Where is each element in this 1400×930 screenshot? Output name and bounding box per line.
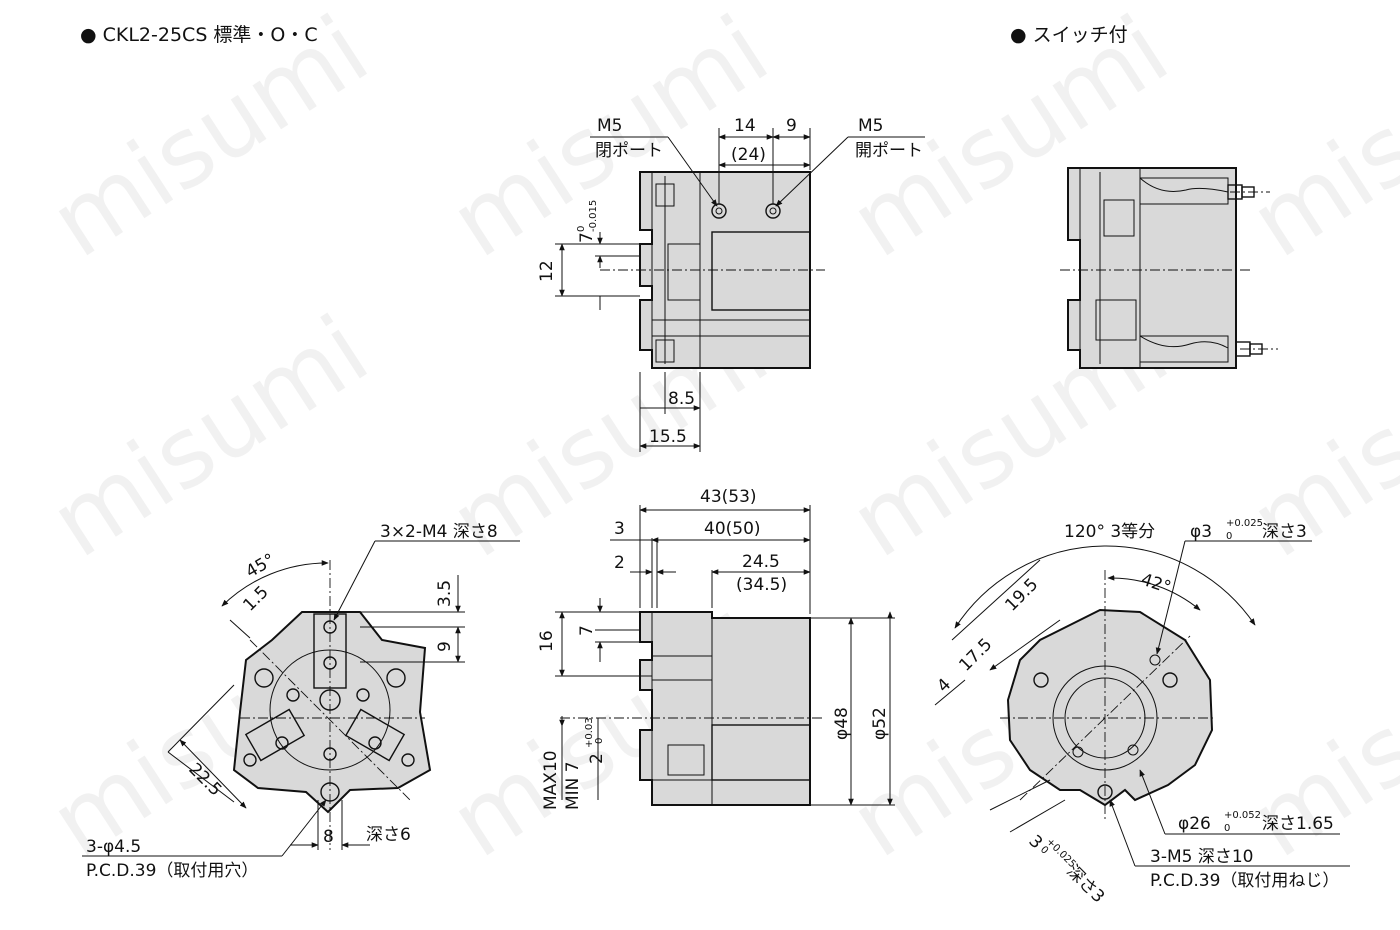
dim-40: 40(50): [704, 519, 761, 539]
hole3-tol-upper: +0.025: [1226, 518, 1263, 529]
dim-43: 43(53): [700, 487, 757, 507]
dim-14: 14: [734, 116, 756, 136]
switch-view: [1060, 167, 1278, 369]
port-right-label: M5: [858, 116, 883, 136]
watermark-text: misumi: [32, 294, 388, 579]
dim-2: 2: [614, 553, 625, 573]
dim-phi26-depth: 深さ1.65: [1262, 814, 1334, 834]
dim-24: (24): [731, 145, 766, 165]
hole3-depth: 深さ3: [1262, 522, 1307, 542]
dim-phi26-tol-upper: +0.052: [1224, 810, 1261, 821]
dim-3: 3: [614, 519, 625, 539]
dim-3-5: 3.5: [435, 580, 455, 607]
pcd-thread-label: P.C.D.39（取付用ねじ）: [1150, 871, 1339, 891]
dim-12: 12: [537, 260, 557, 282]
dim-19-5: 19.5: [1001, 575, 1042, 616]
port-left-sub: 閉ポート: [595, 141, 663, 161]
dim-8: 8: [323, 827, 334, 847]
title-switch: ● スイッチ付: [1010, 24, 1128, 46]
left-end-view: 45° 1.5 3×2-M4 深さ8 3.5 9 22.5 8 深さ6 3-φ4…: [82, 522, 520, 881]
watermark-text: misumi: [1232, 294, 1400, 579]
side-view: 43(53) 3 40(50) 2 24.5 (34.5) 16 7 MAX10…: [537, 487, 895, 810]
dim-2-tol-upper: +0.03: [584, 717, 595, 748]
thread-m5-label: 3-M5 深さ10: [1150, 847, 1253, 867]
watermark-text: misumi: [1232, 594, 1400, 879]
title-standard: ● CKL2-25CS 標準・O・C: [80, 24, 318, 46]
dim-phi48: φ48: [832, 707, 852, 740]
pcd-label: P.C.D.39（取付用穴）: [86, 861, 258, 881]
front-view: M5 閉ポート M5 開ポート 14 9 (24) 7 0 -0.015 12 …: [537, 116, 925, 452]
port-right-sub: 開ポート: [855, 141, 923, 161]
depth-label: 深さ6: [366, 825, 411, 845]
dim-9: 9: [435, 641, 455, 652]
slot-depth: 深さ3: [1062, 861, 1108, 907]
stroke-max: MAX10: [541, 750, 561, 810]
thread-label: 3×2-M4 深さ8: [380, 522, 498, 542]
stroke-min: MIN 7: [563, 761, 583, 810]
dim-24-5: 24.5: [742, 552, 780, 572]
dim-2-tol: 2: [587, 753, 607, 764]
watermark-text: misumi: [1232, 0, 1400, 279]
dim-8-5: 8.5: [668, 389, 695, 409]
hole3-label: φ3: [1190, 522, 1212, 542]
dim-phi52: φ52: [870, 707, 890, 740]
equal-division-label: 120° 3等分: [1064, 522, 1155, 542]
dim-phi26: φ26: [1178, 814, 1211, 834]
dim-phi26-tol-lower: 0: [1224, 823, 1230, 834]
dim-42: 42°: [1138, 570, 1173, 598]
dim-45: 45°: [243, 550, 279, 582]
dim-15-5: 15.5: [649, 427, 687, 447]
hole3-tol-lower: 0: [1226, 531, 1232, 542]
dim-7-tol-upper: 0: [576, 226, 587, 232]
dim-7-tol-lower: -0.015: [588, 200, 599, 232]
dim-9: 9: [786, 116, 797, 136]
hole-label: 3-φ4.5: [86, 837, 141, 857]
slot-tol-lower: 0: [1038, 844, 1050, 856]
dim-34-5: (34.5): [736, 575, 787, 595]
watermark-text: misumi: [32, 0, 388, 279]
dim-7: 7: [577, 232, 597, 243]
dim-right-4: 4: [933, 675, 955, 697]
dim-2-tol-lower: 0: [594, 738, 605, 744]
dim-16: 16: [537, 630, 557, 652]
dim-side-7: 7: [577, 625, 597, 636]
port-left-label: M5: [597, 116, 622, 136]
